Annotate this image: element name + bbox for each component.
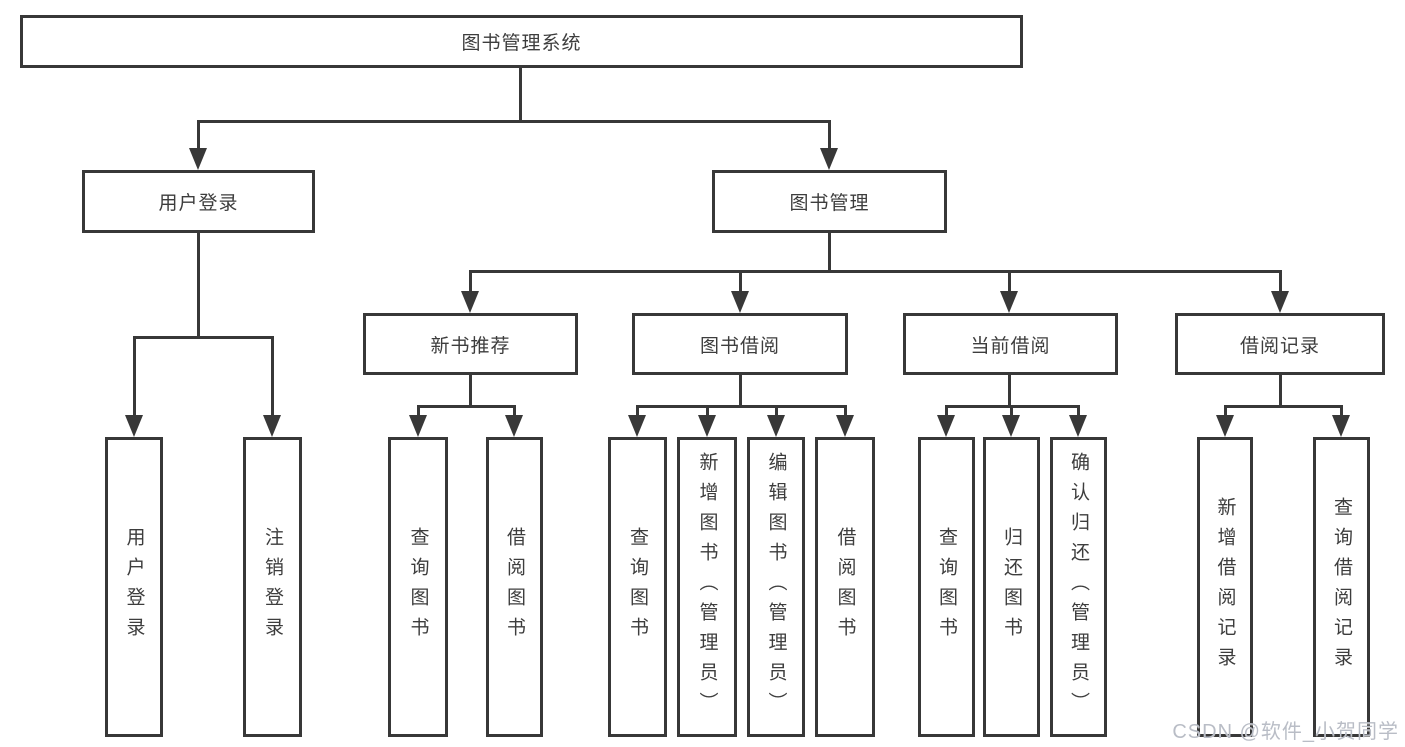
arrowhead-recommend: [461, 291, 479, 313]
connector-current-drop: [1008, 270, 1011, 294]
leaf-user-login-label: 用户登录: [123, 527, 145, 647]
connector-book-mgmt-stem: [828, 231, 831, 272]
node-book-management: 图书管理: [712, 170, 947, 233]
arrowhead-leaf9: [937, 415, 955, 437]
connector-records-stem: [1279, 373, 1282, 407]
arrowhead-leaf7: [767, 415, 785, 437]
leaf-edit-book-admin: 编辑图书（管理员）: [747, 437, 805, 737]
connector-records-bus: [1224, 405, 1343, 408]
connector-leaf11-drop: [1077, 405, 1080, 419]
arrowhead-leaf4: [505, 415, 523, 437]
arrowhead-leaf-logout: [263, 415, 281, 437]
node-user-login: 用户登录: [82, 170, 315, 233]
leaf-add-book-admin: 新增图书（管理员）: [677, 437, 737, 737]
node-new-book-recommend-label: 新书推荐: [430, 335, 511, 357]
node-root: 图书管理系统: [20, 15, 1023, 68]
leaf-add-book-admin-label: 新增图书（管理员）: [696, 452, 718, 722]
leaf-confirm-return-admin: 确认归还（管理员）: [1050, 437, 1107, 737]
leaf-edit-book-admin-label: 编辑图书（管理员）: [765, 452, 787, 722]
connector-leaf-logout-drop: [271, 336, 274, 418]
leaf-query-borrow-record-label: 查询借阅记录: [1331, 497, 1352, 677]
leaf-borrow-books-borrow: 借阅图书: [815, 437, 875, 737]
connector-borrow-bus: [636, 405, 846, 408]
leaf-return-book-label: 归还图书: [1001, 527, 1022, 647]
leaf-add-borrow-record: 新增借阅记录: [1197, 437, 1253, 737]
connector-current-stem: [1008, 373, 1011, 407]
connector-user-login-bus: [133, 336, 274, 339]
leaf-query-books-recommend: 查询图书: [388, 437, 448, 737]
arrowhead-leaf6: [698, 415, 716, 437]
leaf-add-borrow-record-label: 新增借阅记录: [1214, 497, 1236, 677]
arrowhead-leaf-login: [125, 415, 143, 437]
leaf-user-login: 用户登录: [105, 437, 163, 737]
node-book-management-label: 图书管理: [789, 193, 870, 214]
node-borrow-records-label: 借阅记录: [1239, 335, 1320, 357]
connector-borrow-stem: [739, 373, 742, 407]
arrowhead-leaf3: [409, 415, 427, 437]
leaf-logout: 注销登录: [243, 437, 302, 737]
connector-leaf5-drop: [636, 405, 639, 419]
arrowhead-borrow: [731, 291, 749, 313]
connector-leaf-login-drop: [133, 336, 136, 418]
arrowhead-leaf13: [1332, 415, 1350, 437]
arrowhead-user-login: [189, 148, 207, 170]
arrowhead-leaf11: [1069, 415, 1087, 437]
connector-leaf6-drop: [706, 405, 709, 419]
leaf-query-books-borrow-label: 查询图书: [627, 527, 648, 647]
leaf-return-book: 归还图书: [983, 437, 1040, 737]
leaf-confirm-return-admin-label: 确认归还（管理员）: [1068, 452, 1089, 722]
connector-leaf9-drop: [945, 405, 948, 419]
leaf-query-books-current: 查询图书: [918, 437, 975, 737]
arrowhead-book-mgmt: [820, 148, 838, 170]
arrowhead-leaf5: [628, 415, 646, 437]
leaf-query-books-borrow: 查询图书: [608, 437, 667, 737]
connector-user-login-drop: [197, 120, 200, 152]
connector-leaf10-drop: [1010, 405, 1013, 419]
connector-level3-bus: [469, 270, 1282, 273]
leaf-borrow-books-recommend: 借阅图书: [486, 437, 543, 737]
arrowhead-leaf8: [836, 415, 854, 437]
connector-user-login-stem: [197, 231, 200, 338]
csdn-watermark: CSDN @软件_小贺同学: [1172, 721, 1399, 743]
connector-recommend-drop: [469, 270, 472, 294]
connector-leaf8-drop: [844, 405, 847, 419]
connector-leaf13-drop: [1340, 405, 1343, 419]
connector-recommend-bus: [417, 405, 516, 408]
node-user-login-label: 用户登录: [158, 193, 239, 214]
node-current-borrow: 当前借阅: [903, 313, 1118, 375]
connector-leaf3-drop: [417, 405, 420, 419]
arrowhead-current: [1000, 291, 1018, 313]
node-book-borrow-label: 图书借阅: [699, 335, 780, 357]
connector-level2-bus: [197, 120, 831, 123]
connector-leaf12-drop: [1224, 405, 1227, 419]
connector-book-mgmt-drop: [828, 120, 831, 152]
node-new-book-recommend: 新书推荐: [363, 313, 578, 375]
connector-leaf4-drop: [513, 405, 516, 419]
leaf-borrow-books-recommend-label: 借阅图书: [504, 527, 525, 647]
connector-records-drop: [1279, 270, 1282, 294]
leaf-query-books-current-label: 查询图书: [936, 527, 957, 647]
arrowhead-records: [1271, 291, 1289, 313]
connector-root-stem: [519, 66, 522, 122]
node-borrow-records: 借阅记录: [1175, 313, 1385, 375]
connector-borrow-drop: [739, 270, 742, 294]
connector-recommend-stem: [469, 373, 472, 407]
leaf-borrow-books-borrow-label: 借阅图书: [834, 527, 856, 647]
connector-leaf7-drop: [775, 405, 778, 419]
node-current-borrow-label: 当前借阅: [970, 335, 1051, 357]
arrowhead-leaf10: [1002, 415, 1020, 437]
leaf-query-borrow-record: 查询借阅记录: [1313, 437, 1370, 737]
arrowhead-leaf12: [1216, 415, 1234, 437]
leaf-query-books-recommend-label: 查询图书: [407, 527, 429, 647]
node-root-label: 图书管理系统: [461, 33, 582, 54]
node-book-borrow: 图书借阅: [632, 313, 848, 375]
leaf-logout-label: 注销登录: [262, 527, 283, 647]
